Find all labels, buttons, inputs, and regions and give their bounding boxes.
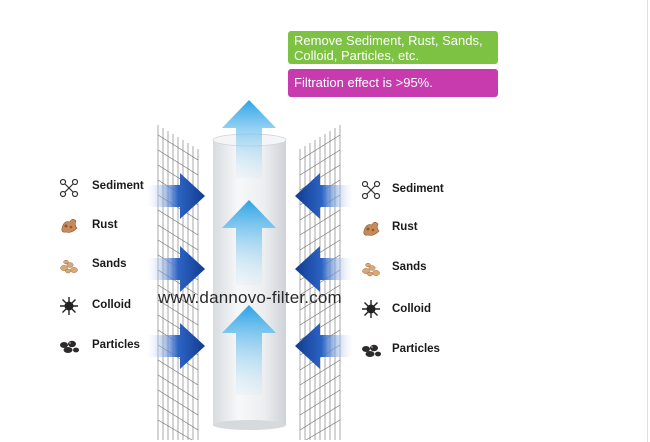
sediment-icon <box>59 178 79 198</box>
rust-icon <box>363 221 380 236</box>
edge-divider <box>647 0 648 442</box>
left-label-particles: Particles <box>92 339 140 351</box>
inflow-arrow-right-2 <box>295 246 355 292</box>
outflow-arrow-top <box>222 100 276 178</box>
sediment-icon <box>361 180 381 200</box>
inflow-arrow-left-1 <box>145 173 205 219</box>
inflow-arrow-left-2 <box>145 246 205 292</box>
right-label-sands: Sands <box>392 261 427 273</box>
sands-icon <box>60 259 78 274</box>
left-mesh-screen <box>157 125 199 441</box>
right-label-particles: Particles <box>392 343 440 355</box>
inflow-arrow-right-1 <box>295 173 355 219</box>
right-label-colloid: Colloid <box>392 303 431 315</box>
outflow-arrow-middle <box>222 200 276 285</box>
colloid-icon <box>362 300 380 318</box>
left-label-rust: Rust <box>92 219 118 231</box>
left-label-sediment: Sediment <box>92 180 144 192</box>
outflow-arrow-bottom <box>222 305 276 395</box>
rust-icon <box>61 218 78 233</box>
colloid-icon <box>60 297 78 315</box>
website-watermark: www.dannovo-filter.com <box>158 288 342 307</box>
sands-icon <box>362 262 380 277</box>
right-label-rust: Rust <box>392 221 418 233</box>
left-label-sands: Sands <box>92 258 127 270</box>
efficiency-callout: Filtration effect is >95%. <box>288 69 498 97</box>
particles-icon <box>60 340 79 353</box>
right-label-sediment: Sediment <box>392 183 444 195</box>
particles-icon <box>362 344 381 357</box>
removal-callout: Remove Sediment, Rust, Sands, Colloid, P… <box>288 31 498 64</box>
left-label-colloid: Colloid <box>92 299 131 311</box>
inflow-arrow-right-3 <box>295 323 355 369</box>
inflow-arrow-left-3 <box>145 323 205 369</box>
